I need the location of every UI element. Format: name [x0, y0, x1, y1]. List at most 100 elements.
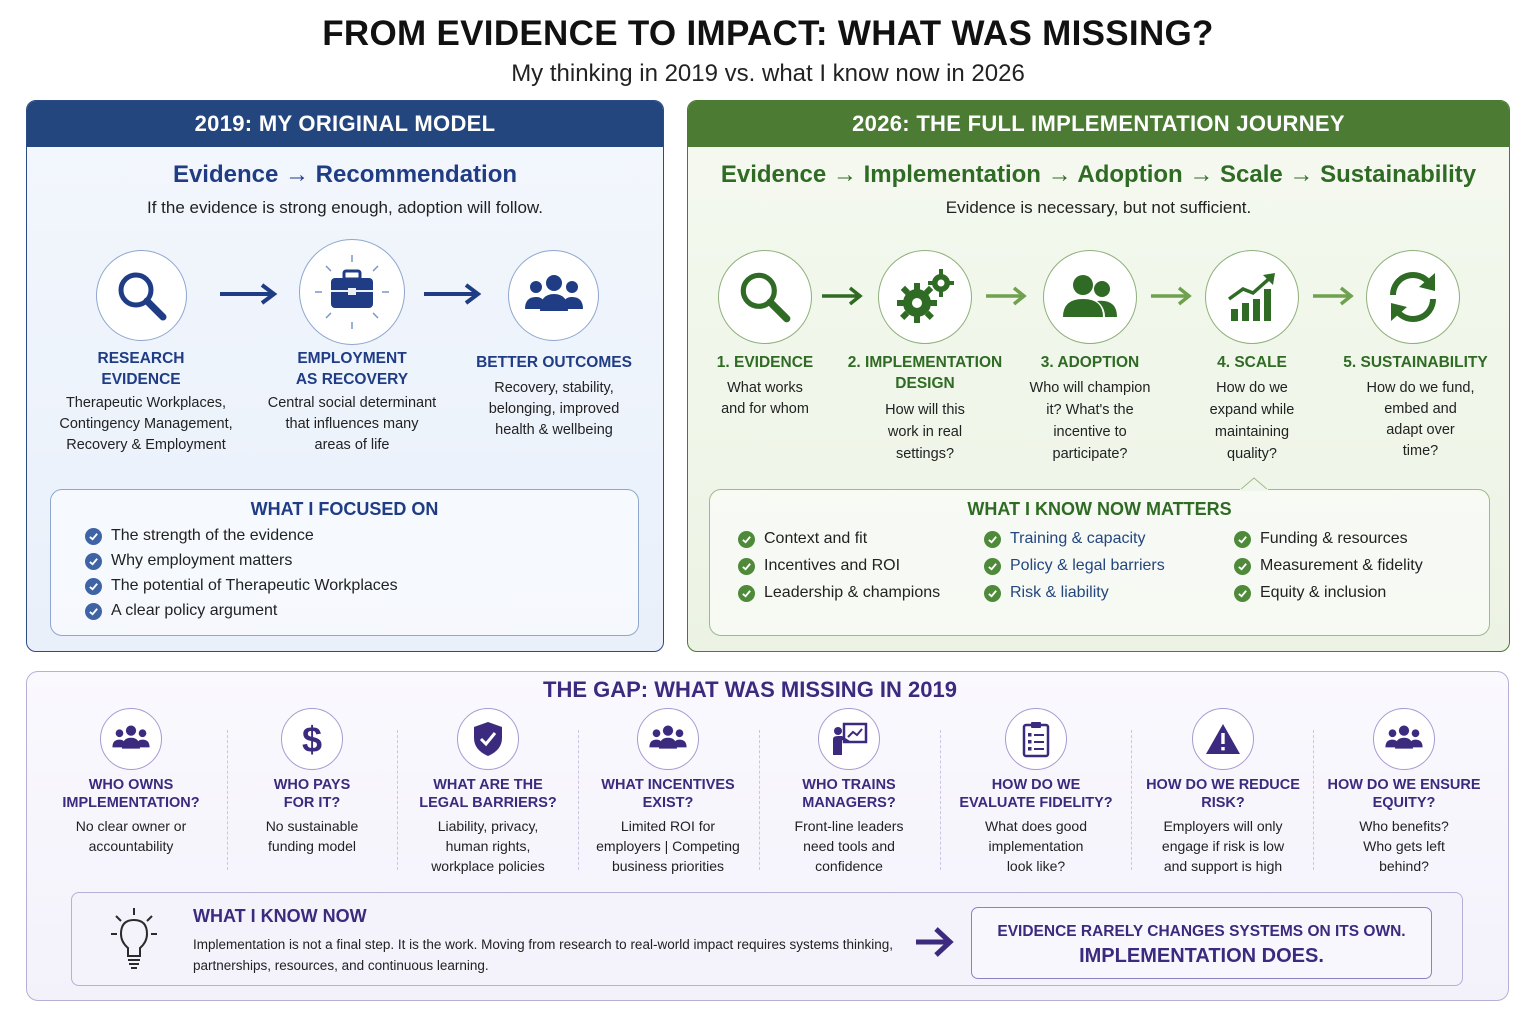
check-icon [984, 557, 1001, 575]
panel-2019-model: 2019: MY ORIGINAL MODEL Evidence → Recom… [26, 100, 664, 652]
arrow-right-icon [1313, 286, 1354, 306]
gap-divider [1313, 730, 1314, 870]
stage-adoption-circle [1043, 250, 1137, 344]
cycle-arrows-icon [1390, 272, 1436, 322]
magnifier-icon [118, 272, 166, 320]
stage-employment-desc: Central social determinant that influenc… [267, 395, 437, 453]
tagline-2019: If the evidence is strong enough, adopti… [147, 198, 543, 217]
gap-answer: Liability, privacy,human rights,workplac… [431, 818, 545, 874]
shield-check-icon [474, 722, 502, 756]
dollar-icon: $ [302, 719, 322, 759]
gap-icon-circle [818, 708, 880, 770]
arrow-right-icon [916, 927, 954, 957]
check-icon [1234, 530, 1251, 548]
know-now-text: Implementation is not a final step. It i… [193, 937, 894, 973]
gap-divider [227, 730, 228, 870]
gap-icon-circle [1005, 708, 1067, 770]
magnifier-icon [740, 272, 791, 323]
gap-icon-circle [100, 708, 162, 770]
matters-title: WHAT I KNOW NOW MATTERS [967, 499, 1232, 519]
stage-design-desc: How will this work in real settings? [885, 402, 965, 462]
flow-step: Scale [1220, 161, 1283, 188]
gap-divider [940, 730, 941, 870]
arrow-right-icon [986, 286, 1027, 306]
stage-evidence-title: 1. EVIDENCE [716, 354, 814, 371]
gap-icon-circle [1373, 708, 1435, 770]
flow-arrow: → [1047, 161, 1072, 188]
check-icon [85, 577, 102, 595]
stage-outcomes-title: BETTER OUTCOMES [476, 354, 632, 371]
matters-item: Training & capacity [984, 530, 1145, 548]
stage-sustainability-title: 5. SUSTAINABILITY [1343, 354, 1488, 371]
focus-item: Why employment matters [85, 552, 292, 570]
presenter-board-icon [833, 722, 868, 755]
arrow-right-icon [220, 283, 278, 305]
panel-2026-title: 2026: THE FULL IMPLEMENTATION JOURNEY [688, 101, 1509, 147]
arrow-right-icon [424, 283, 482, 305]
briefcase-icon [315, 255, 389, 329]
check-icon [984, 530, 1001, 548]
stage-sustainability-circle [1366, 250, 1460, 344]
check-icon [738, 530, 755, 548]
stage-employment-title: EMPLOYMENT AS RECOVERY [295, 350, 409, 388]
check-icon [1234, 557, 1251, 575]
stage-scale-title: 4. SCALE [1217, 354, 1287, 371]
focus-box: WHAT I FOCUSED ON [50, 489, 639, 636]
flow-evidence: Evidence [172, 161, 279, 188]
check-icon [85, 602, 102, 620]
group-icon [1385, 725, 1423, 749]
flow-step: Implementation [863, 161, 1041, 188]
flow-arrow: → [1289, 161, 1314, 188]
gap-divider [578, 730, 579, 870]
matters-item: Context and fit [738, 530, 867, 548]
key-message-line2: IMPLEMENTATION DOES. [1079, 945, 1324, 967]
stage-sustainability-desc: How do we fund, embed and adapt over tim… [1366, 380, 1475, 459]
matters-item: Measurement & fidelity [1234, 557, 1423, 575]
flow-2026: Evidence → Implementation → Adoption → S… [688, 161, 1509, 189]
flow-step: Evidence [720, 161, 827, 188]
focus-item: The strength of the evidence [85, 527, 314, 545]
panel-2019-title: 2019: MY ORIGINAL MODEL [27, 101, 663, 147]
check-icon [85, 552, 102, 570]
gap-icon-circle [1192, 708, 1254, 770]
warning-icon [1206, 724, 1240, 754]
know-now-title: WHAT I KNOW NOW [193, 906, 367, 926]
flow-step: Sustainability [1320, 161, 1477, 188]
stage-scale-circle [1205, 250, 1299, 344]
stage-design-title: 2. IMPLEMENTATION DESIGN [847, 354, 1003, 392]
stage-adoption-title: 3. ADOPTION [1040, 354, 1140, 371]
gap-title: THE GAP: WHAT WAS MISSING IN 2019 [543, 677, 957, 702]
page-title: FROM EVIDENCE TO IMPACT: WHAT WAS MISSIN… [322, 14, 1214, 53]
stage-adoption-desc: Who will champion it? What's the incenti… [1029, 380, 1151, 462]
stage-research-circle [96, 250, 187, 341]
stage-design-circle [878, 250, 972, 344]
stage-outcomes-circle [508, 250, 599, 341]
arrow-right-icon [1151, 286, 1192, 306]
gap-icon-circle: $ [281, 708, 343, 770]
stage-evidence-circle [718, 250, 812, 344]
stage-evidence-desc: What works and for whom [721, 380, 809, 417]
matters-item: Risk & liability [984, 584, 1109, 602]
callout-pointer [1240, 477, 1268, 491]
key-message-box [971, 907, 1432, 979]
gears-icon [897, 269, 954, 323]
flow-recommendation: Recommendation [315, 161, 518, 188]
page-subtitle: My thinking in 2019 vs. what I know now … [511, 60, 1025, 87]
panel-2026-journey: 2026: THE FULL IMPLEMENTATION JOURNEY Ev… [687, 100, 1510, 652]
lightbulb-icon [111, 908, 157, 969]
stage-employment-circle [299, 239, 405, 345]
